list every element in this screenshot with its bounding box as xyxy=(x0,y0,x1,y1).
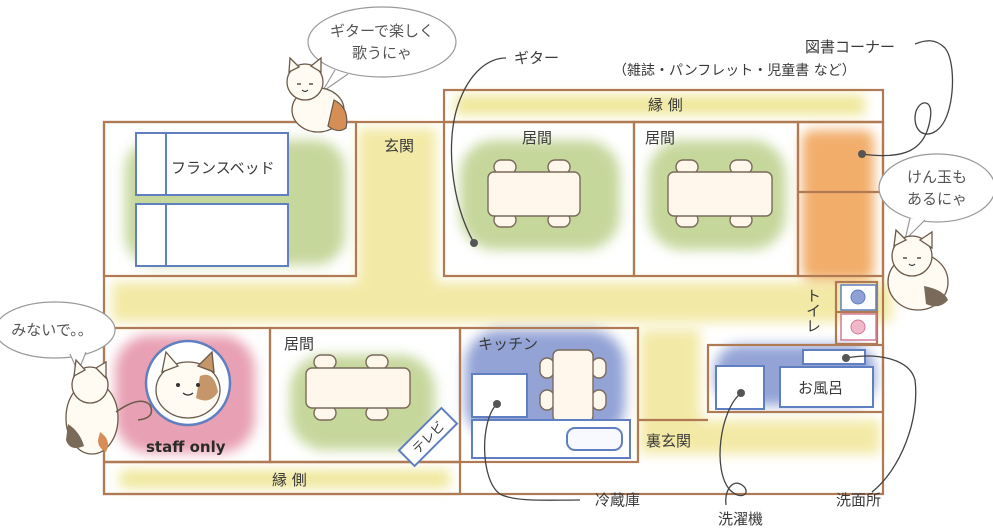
room-engawa-top: 縁 側 xyxy=(648,96,683,114)
kendama-cat-icon xyxy=(887,228,949,311)
room-kitchen: キッチン xyxy=(478,335,538,353)
room-toilet: トイレ xyxy=(804,288,822,333)
room-bath: お風呂 xyxy=(798,379,843,397)
room-entrance: 玄関 xyxy=(384,137,414,155)
kendama-cat-line2: あるにゃ xyxy=(907,190,967,208)
room-living-3: 居間 xyxy=(284,335,314,353)
callout-leaders xyxy=(450,40,954,506)
room-engawa-bottom: 縁 側 xyxy=(272,471,307,489)
dining-set-3 xyxy=(305,354,411,421)
guitar-cat-icon xyxy=(286,56,348,133)
french-bed-label: フランスベッド xyxy=(171,159,275,177)
callout-fridge: 冷蔵庫 xyxy=(595,491,640,509)
refrigerator xyxy=(471,373,528,418)
french-bed xyxy=(135,132,289,267)
washbasin xyxy=(802,349,866,365)
kendama-cat-line1: けん玉も xyxy=(907,168,967,186)
guitar-cat-bubble: ギターで楽しく 歌うにゃ xyxy=(307,6,457,93)
callout-guitar: ギター xyxy=(514,49,559,67)
staff-cat-bubble: みないで。。 xyxy=(0,301,116,374)
staff-cat-text: みないで。。 xyxy=(11,321,92,339)
bathtub xyxy=(779,366,874,408)
dining-set-2 xyxy=(667,159,773,228)
callout-washer: 洗濯機 xyxy=(718,510,763,528)
dining-set-1 xyxy=(487,159,581,228)
room-staff-only: staff only xyxy=(146,438,226,456)
room-living-2: 居間 xyxy=(645,129,675,147)
callout-washroom: 洗面所 xyxy=(836,491,881,509)
kendama-cat-bubble: けん玉も あるにゃ xyxy=(878,153,993,242)
staff-cat-icon xyxy=(144,339,232,427)
guitar-cat-line2: 歌うにゃ xyxy=(352,44,412,62)
staff-cat-sitting-icon xyxy=(65,358,153,455)
tv xyxy=(397,406,459,468)
callout-library-title: 図書コーナー xyxy=(805,38,895,56)
toilet-icons xyxy=(840,284,877,341)
sink xyxy=(566,427,623,451)
guitar-cat-line1: ギターで楽しく xyxy=(330,22,434,40)
room-living-1: 居間 xyxy=(522,129,552,147)
washing-machine xyxy=(715,365,765,410)
callout-library-sub: （雑誌・パンフレット・児童書 など） xyxy=(613,62,856,79)
room-back-entrance: 裏玄関 xyxy=(646,432,691,450)
